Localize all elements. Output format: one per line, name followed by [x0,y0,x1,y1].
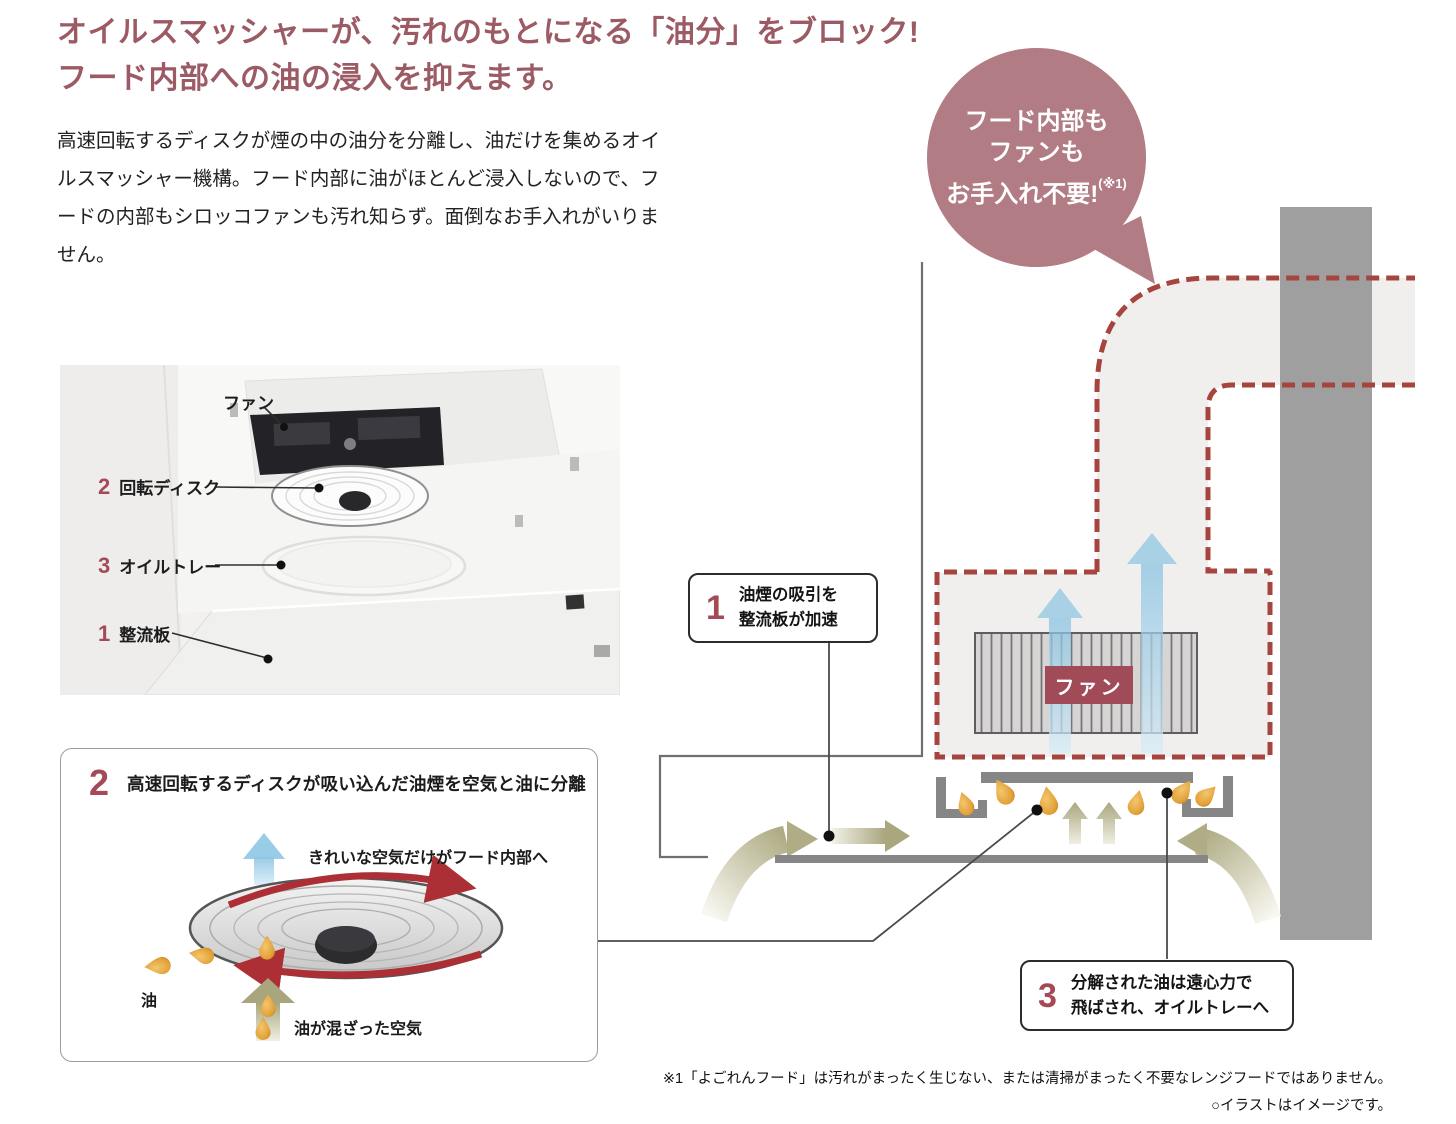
oil-tray-left [936,777,987,818]
oily-air-label: 油が混ざった空気 [294,1021,423,1038]
step1-box: 1 油煙の吸引を 整流板が加速 [688,573,878,643]
rectifying-plate-bar [775,855,1208,863]
disk-label-text: 回転ディスク [119,479,221,498]
photo-label-fan: ファン [223,389,274,414]
footnotes: ※1「よごれんフード」は汚れがまったく生じない、または清掃がまったく不要なレンジ… [663,1066,1392,1120]
rotating-disk-bar [981,772,1193,783]
footnote-2: ○イラストはイメージです。 [1211,1098,1392,1114]
fan-label-text: ファン [223,394,274,413]
intro-paragraph: 高速回転するディスクが煙の中の油分を分離し、油だけを集めるオイルスマッシャー機構… [57,130,661,266]
page-title-line1: オイルスマッシャーが、汚れのもとになる「油分」をブロック! [57,16,920,49]
clean-air-arrows [1037,533,1177,753]
wall [1280,207,1372,940]
step1-number: 1 [706,589,725,627]
photo-label-disk: 2 回転ディスク [98,474,220,500]
bubble-footnote-ref: (※1) [1098,175,1127,191]
page-title-line2: フード内部への油の浸入を抑えます。 [57,62,573,95]
oil-tray-right [1182,776,1233,817]
hood-photo-art [60,365,620,695]
hood-underside-photo [60,365,620,695]
step2-header: 2 高速回転するディスクが吸い込んだ油煙を空気と油に分離 [89,765,586,801]
bubble-line3: お手入れ不要!(※1) [946,168,1127,210]
oiltray-label-text: オイルトレー [119,558,222,577]
step3-text: 分解された油は遠心力で 飛ばされ、オイルトレーへ [1071,971,1269,1021]
photo-leader-lines [171,406,319,659]
step1-line1: 油煙の吸引を [738,586,838,605]
step2-number: 2 [89,762,110,803]
clean-air-label: きれいな空気だけがフード内部へ [308,850,549,867]
step3-number: 3 [1038,976,1057,1015]
step2-box: 2 高速回転するディスクが吸い込んだ油煙を空気と油に分離 [60,748,598,1062]
step1-text: 油煙の吸引を 整流板が加速 [739,583,838,633]
dashed-outline [934,275,1415,760]
bubble-line1: フード内部も [964,107,1109,135]
page-title: オイルスマッシャーが、汚れのもとになる「油分」をブロック! フード内部への油の浸… [57,10,977,102]
disk-illustration [143,833,504,1041]
connector-dots [823,787,1173,842]
maintenance-free-bubble: フード内部も ファンも お手入れ不要!(※1) [927,48,1146,267]
smoke-arrows [701,802,1281,925]
connector-lines [598,262,1168,959]
step3-line1: 分解された油は遠心力で [1070,973,1253,992]
oil-label: 油 [141,993,158,1010]
oiltray-label-number: 3 [98,553,111,578]
footnote-1: ※1「よごれんフード」は汚れがまったく生じない、または清掃がまったく不要なレンジ… [662,1071,1392,1087]
photo-leader-dots [263,423,324,664]
plate-label-number: 1 [98,621,111,646]
photo-label-plate: 1 整流板 [98,621,170,647]
plate-label-text: 整流板 [119,626,171,645]
step2-title: 高速回転するディスクが吸い込んだ油煙を空気と油に分離 [127,773,587,794]
disk-label-number: 2 [98,474,111,499]
step3-box: 3 分解された油は遠心力で 飛ばされ、オイルトレーへ [1020,960,1294,1031]
oil-droplets [953,775,1222,818]
bubble-line2: ファンも [988,138,1085,166]
photo-label-oiltray: 3 オイルトレー [98,553,221,579]
fan-tag: ファン [1045,666,1133,704]
step3-line2: 飛ばされ、オイルトレーへ [1070,998,1270,1017]
duct-shape [937,278,1415,757]
bubble-line3-text: お手入れ不要! [946,180,1099,208]
step1-line2: 整流板が加速 [738,611,838,629]
